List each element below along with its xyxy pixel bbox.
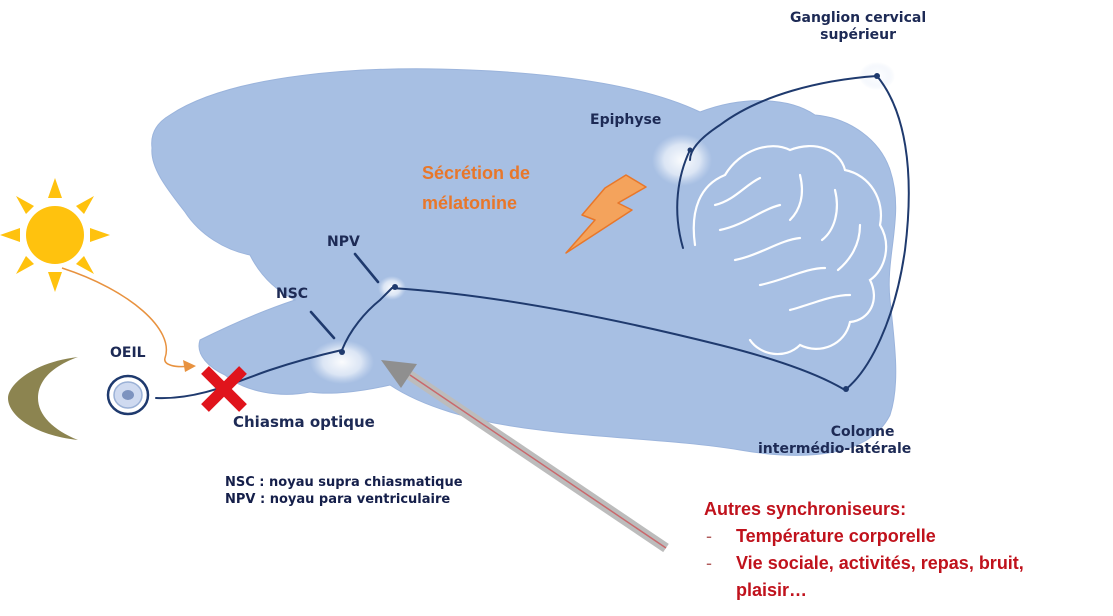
chiasma-label: Chiasma optique <box>233 414 375 431</box>
oeil-label: OEIL <box>110 345 146 362</box>
epiphyse-glow <box>652 134 712 186</box>
moon-icon <box>8 357 78 440</box>
synchronizer-item-temperature: -Température corporelle <box>706 523 936 550</box>
ganglion-label: Ganglion cervical supérieur <box>790 10 926 44</box>
legend-npv: NPV : noyau para ventriculaire <box>225 491 463 508</box>
secretion-label: Sécrétion de mélatonine <box>422 158 530 218</box>
npv-label: NPV <box>327 234 360 251</box>
bullet-dash: - <box>706 550 736 577</box>
epiphyse-label: Epiphyse <box>590 112 661 129</box>
eye-icon <box>108 376 148 414</box>
abbreviation-legend: NSC : noyau supra chiasmatique NPV : noy… <box>225 474 463 508</box>
bullet-dash: - <box>706 523 736 550</box>
synchronizers-title: Autres synchroniseurs: <box>704 496 906 523</box>
legend-nsc: NSC : noyau supra chiasmatique <box>225 474 463 491</box>
light-signal-arrowhead <box>183 360 196 372</box>
brain-silhouette <box>152 69 896 455</box>
sun-icon <box>0 178 110 292</box>
synchronizer-item-social: -Vie sociale, activités, repas, bruit, p… <box>706 550 1024 604</box>
cross-icon <box>205 370 243 408</box>
nsc-label: NSC <box>276 286 308 303</box>
colonne-label: Colonne intermédio-latérale <box>814 424 911 458</box>
chiasma-glow <box>310 340 374 384</box>
